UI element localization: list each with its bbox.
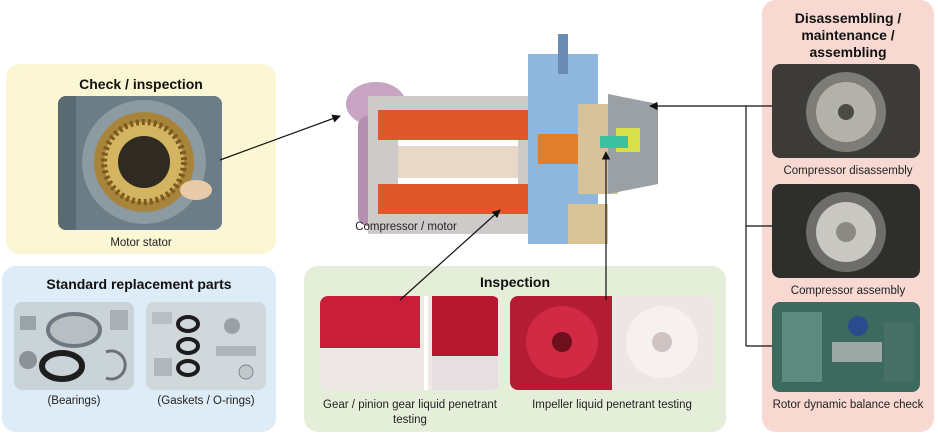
bearings-photo xyxy=(14,302,134,390)
compressor-assembly-photo xyxy=(772,184,920,278)
check-inspection-title: Check / inspection xyxy=(79,76,203,92)
replacement-parts-title: Standard replacement parts xyxy=(46,276,232,292)
compressor-motor-illustration xyxy=(338,34,668,264)
compressor-motor-caption: Compressor / motor xyxy=(355,221,457,233)
maintenance-item-caption: Compressor disassembly xyxy=(783,165,913,177)
replacement-parts-panel: Standard replacement parts (Bearings) (G… xyxy=(2,266,276,432)
check-inspection-panel: Check / inspection Motor stator xyxy=(6,64,276,254)
maintenance-panel: Disassembling / maintenance / assembling… xyxy=(762,0,934,432)
gear-pinion-caption: Gear / pinion gear liquid penetrant test… xyxy=(323,399,497,426)
impeller-photo xyxy=(510,296,714,390)
inspection-title: Inspection xyxy=(479,274,550,290)
impeller-caption: Impeller liquid penetrant testing xyxy=(532,399,692,411)
gaskets-photo xyxy=(146,302,266,390)
gear-pinion-photo xyxy=(320,296,500,390)
motor-stator-caption: Motor stator xyxy=(110,237,172,249)
motor-stator-photo xyxy=(58,96,222,230)
maintenance-item-caption: Compressor assembly xyxy=(790,285,906,297)
inspection-panel: Inspection Gear / pinion gear liquid pen… xyxy=(304,266,726,432)
bearings-caption: (Bearings) xyxy=(47,395,101,407)
gaskets-caption: (Gaskets / O-rings) xyxy=(157,395,255,407)
maintenance-item-caption: Rotor dynamic balance check xyxy=(772,399,924,411)
rotor-balance-photo xyxy=(772,302,920,392)
compressor-disassembly-photo xyxy=(772,64,920,158)
maintenance-title: Disassembling / maintenance / assembling xyxy=(794,10,902,60)
